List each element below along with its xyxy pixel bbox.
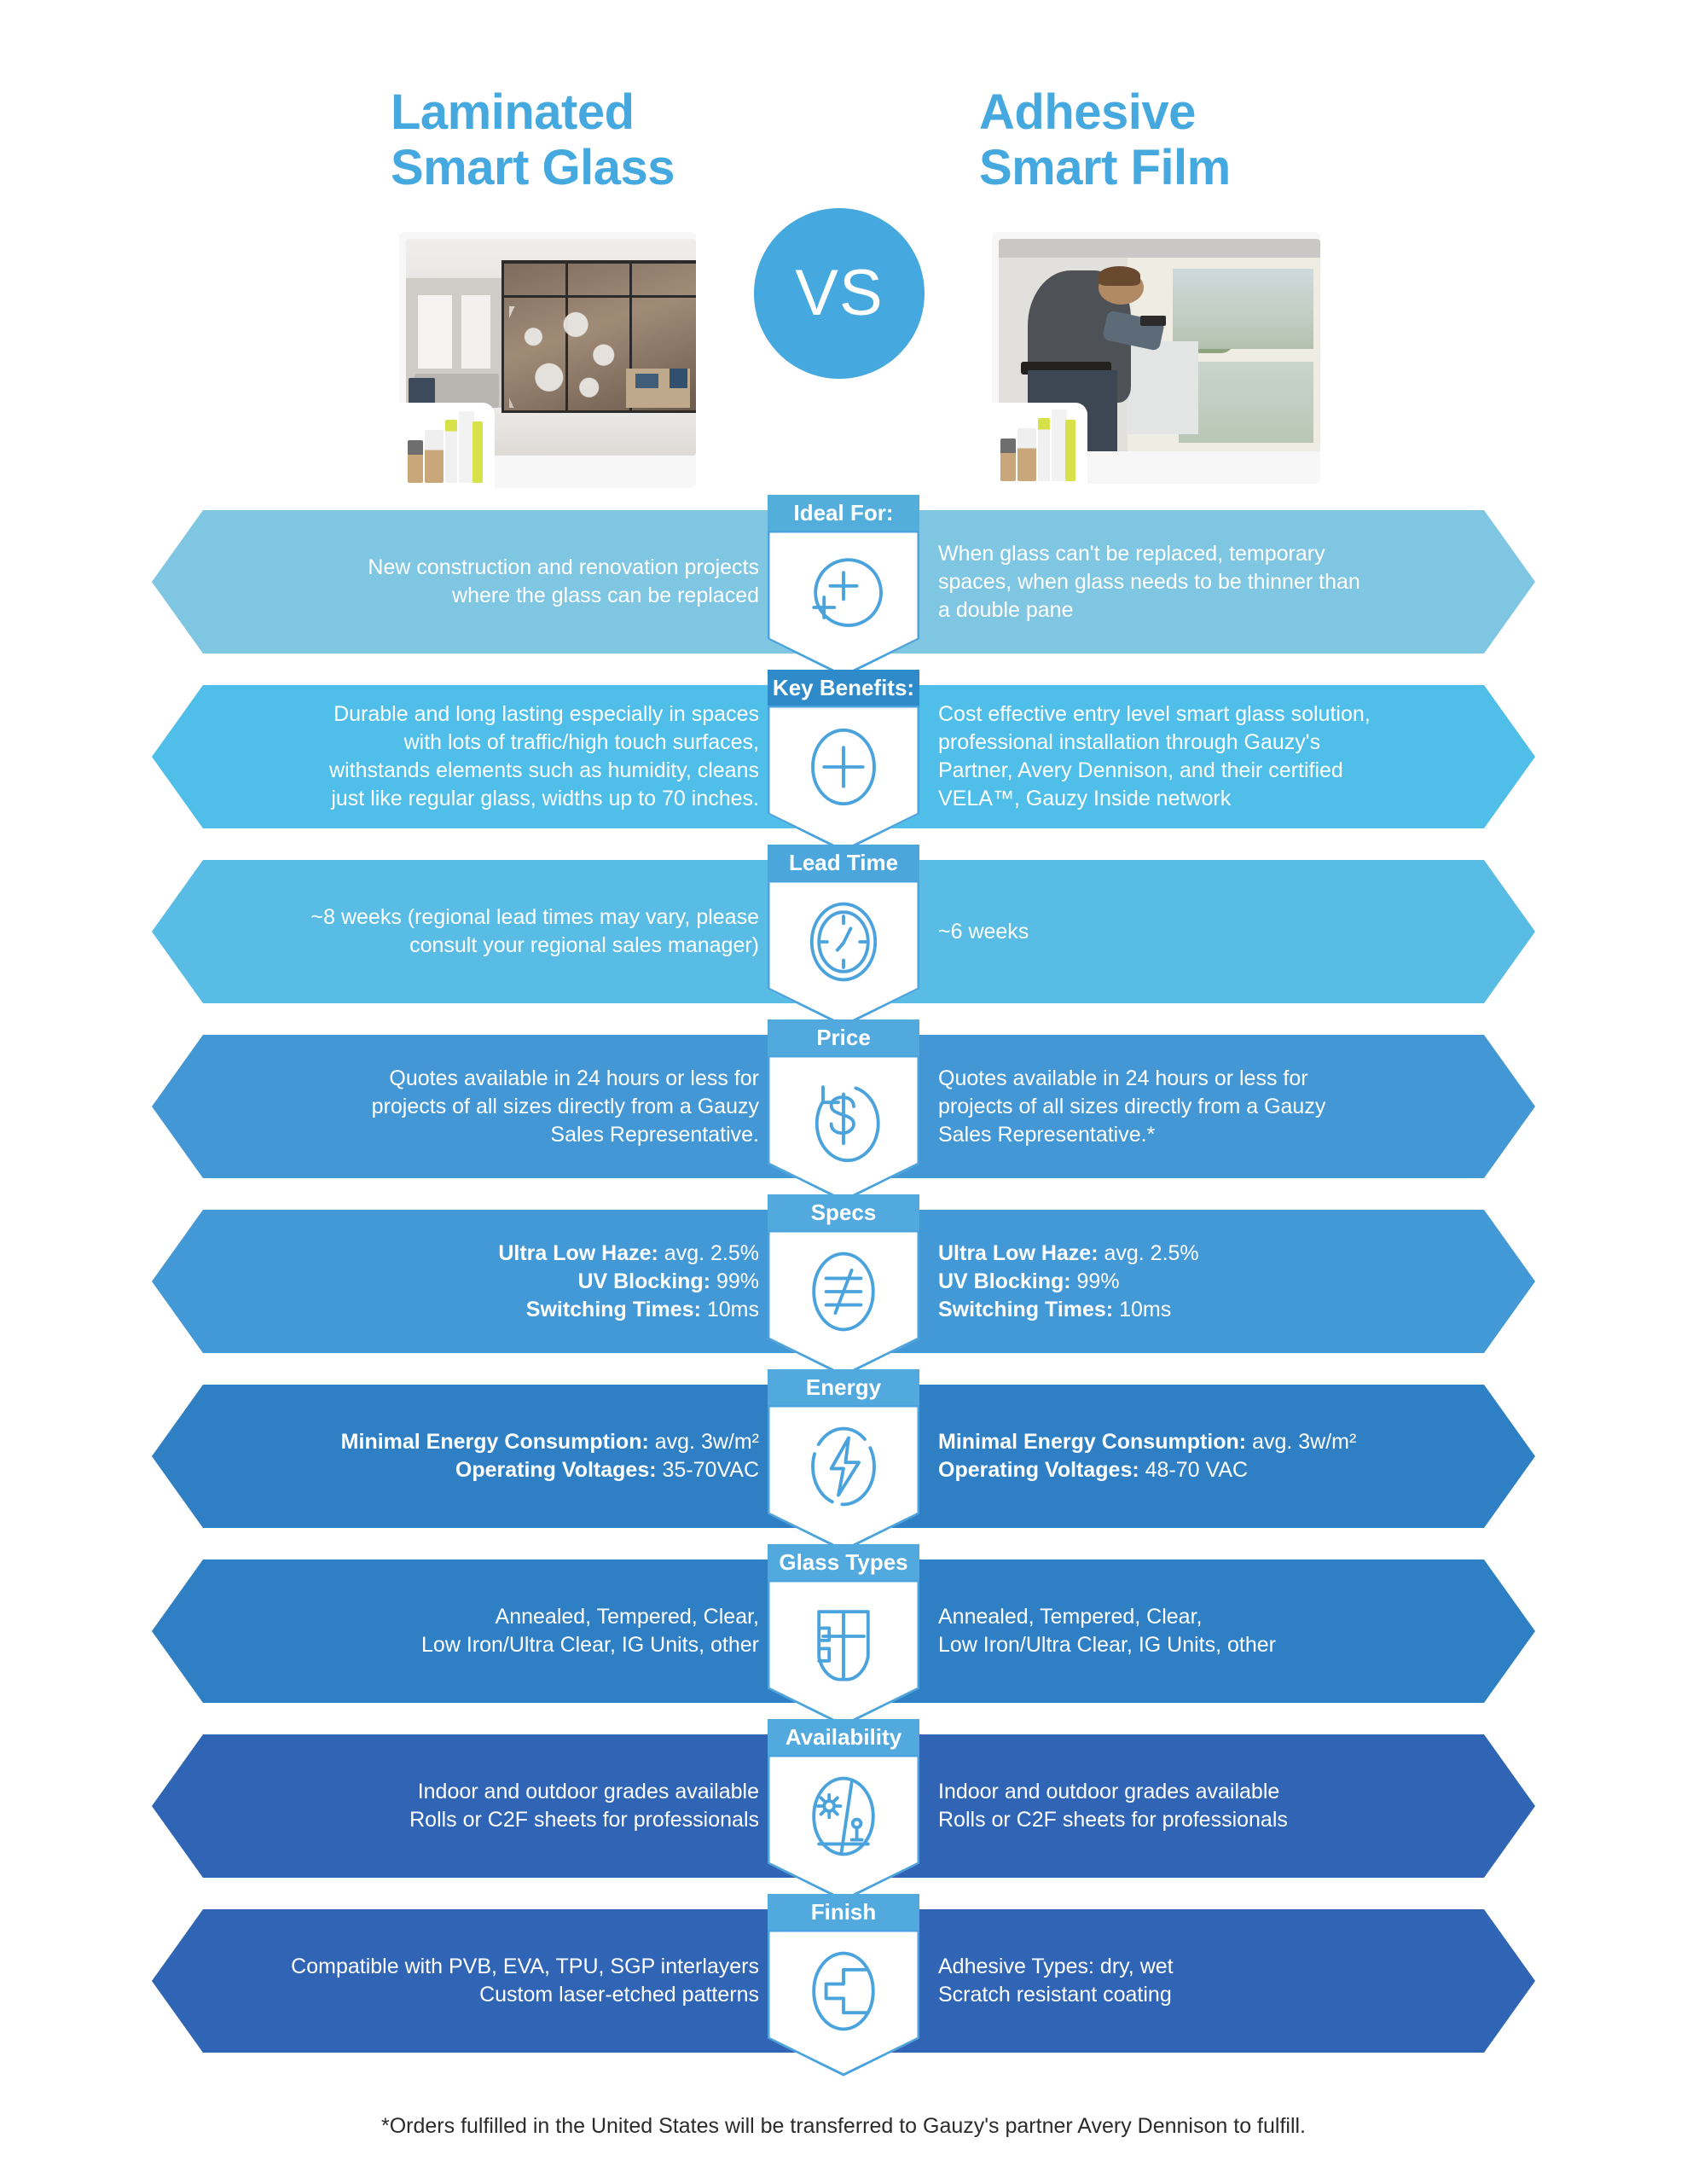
badge-outline: [768, 1930, 919, 2077]
window-pane-icon: [791, 1585, 896, 1698]
badge-shield: [768, 880, 919, 1027]
category-label: Specs: [768, 1194, 919, 1230]
badge-shield: [768, 1405, 919, 1552]
badge-outline: [768, 706, 919, 852]
badge-shield: [768, 1930, 919, 2077]
comparison-row: Compatible with PVB, EVA, TPU, SGP inter…: [0, 1894, 1687, 2077]
badge-outline: [768, 531, 919, 677]
category-badge: Energy: [768, 1369, 919, 1552]
category-label: Availability: [768, 1719, 919, 1755]
left-title-line-2: Smart Glass: [391, 139, 675, 195]
badge-outline: [768, 1230, 919, 1377]
plus-circle-icon: [791, 711, 896, 823]
lightning-bolt-icon: [791, 1410, 896, 1523]
category-label: Finish: [768, 1894, 919, 1930]
category-badge: Glass Types: [768, 1544, 919, 1727]
left-product-photo: [399, 232, 696, 488]
category-badge: Specs: [768, 1194, 919, 1377]
versus-label: VS: [795, 257, 884, 329]
right-column-title: Adhesive Smart Film: [979, 84, 1337, 196]
badge-shield: [768, 1580, 919, 1727]
category-label: Glass Types: [768, 1544, 919, 1580]
left-title-line-1: Laminated: [391, 84, 635, 140]
badge-shield: [768, 1055, 919, 1202]
category-label: Lead Time: [768, 845, 919, 880]
right-product-bottles: [992, 403, 1087, 486]
header: Laminated Smart Glass Adhesive Smart Fil…: [0, 0, 1687, 495]
category-badge: Lead Time: [768, 845, 919, 1027]
category-label: Price: [768, 1019, 919, 1055]
dollar-refresh-icon: [791, 1060, 896, 1173]
category-badge: Price: [768, 1019, 919, 1202]
left-product-bottles: [399, 403, 495, 488]
comparison-row: Annealed, Tempered, Clear,Low Iron/Ultra…: [0, 1544, 1687, 1727]
badge-shield: [768, 706, 919, 852]
category-label: Key Benefits:: [768, 670, 919, 706]
category-label: Energy: [768, 1369, 919, 1405]
badge-outline: [768, 880, 919, 1027]
category-label: Ideal For:: [768, 495, 919, 531]
badge-outline: [768, 1055, 919, 1202]
badge-outline: [768, 1405, 919, 1552]
category-badge: Availability: [768, 1719, 919, 1902]
target-crosshair-icon: [791, 536, 896, 648]
category-badge: Key Benefits:: [768, 670, 919, 852]
comparison-row: Quotes available in 24 hours or less for…: [0, 1019, 1687, 1202]
badge-shield: [768, 1230, 919, 1377]
footnote: *Orders fulfilled in the United States w…: [381, 2114, 1306, 2138]
comparison-row: ~8 weeks (regional lead times may vary, …: [0, 845, 1687, 1027]
versus-badge: VS: [754, 208, 925, 379]
badge-outline: [768, 1755, 919, 1902]
layers-finish-icon: [791, 1935, 896, 2048]
comparison-row: New construction and renovation projects…: [0, 495, 1687, 677]
layers-spec-icon: [791, 1235, 896, 1348]
badge-shield: [768, 1755, 919, 1902]
comparison-row: Durable and long lasting especially in s…: [0, 670, 1687, 852]
badge-shield: [768, 531, 919, 677]
comparison-rows: New construction and renovation projects…: [0, 495, 1687, 2077]
right-title-line-1: Adhesive: [979, 84, 1196, 140]
category-badge: Finish: [768, 1894, 919, 2077]
left-column-title: Laminated Smart Glass: [391, 84, 749, 196]
left-photo-scene: [406, 239, 696, 456]
indoor-outdoor-icon: [791, 1760, 896, 1873]
badge-outline: [768, 1580, 919, 1727]
clock-icon: [791, 886, 896, 998]
category-badge: Ideal For:: [768, 495, 919, 677]
right-title-line-2: Smart Film: [979, 139, 1231, 195]
comparison-row: Ultra Low Haze: avg. 2.5%UV Blocking: 99…: [0, 1194, 1687, 1377]
